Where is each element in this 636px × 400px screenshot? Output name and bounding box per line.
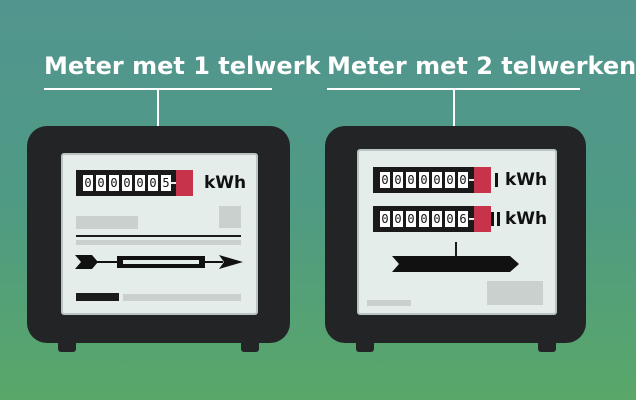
counter-digit: 0 — [96, 175, 106, 191]
label-plate — [487, 281, 543, 305]
right-meter-foot-left — [356, 342, 374, 352]
right-meter-foot-right — [538, 342, 556, 352]
left-meter-counter: 0 0 0 0 0 0 5 — [76, 170, 193, 196]
right-meter-face: 0 0 0 0 0 0 0 kWh 0 0 0 0 0 0 6 kWh — [357, 149, 557, 315]
right-meter-counter-2: 0 0 0 0 0 0 6 — [373, 206, 491, 232]
tariff-i-mark — [495, 173, 498, 187]
connector-line — [455, 242, 457, 256]
counter-digit: 0 — [458, 172, 468, 188]
tariff-ii-mark-a — [491, 212, 494, 226]
counter-digit: 0 — [432, 172, 442, 188]
arrow-shaft-left — [95, 261, 117, 263]
counter-digit: 0 — [393, 172, 403, 188]
arrow-head — [219, 255, 243, 269]
left-meter-face: 0 0 0 0 0 0 5 kWh — [61, 153, 258, 315]
label-plate — [76, 216, 138, 229]
counter-red-decimal — [474, 206, 491, 232]
rotating-disc-arrow — [75, 255, 243, 269]
arrow-tail — [75, 255, 98, 269]
counter-digit: 0 — [393, 211, 403, 227]
divider-line — [76, 235, 241, 237]
left-pointer-line — [157, 88, 159, 142]
right-meter-unit-1: kWh — [505, 170, 548, 190]
label-plate — [76, 240, 241, 245]
right-pointer-line — [453, 88, 455, 142]
counter-digit: 0 — [445, 172, 455, 188]
counter-digit: 0 — [406, 211, 416, 227]
counter-digit: 0 — [109, 175, 119, 191]
counter-digit: 0 — [148, 175, 158, 191]
right-meter-title: Meter met 2 telwerken — [327, 52, 636, 80]
rotating-disc-arrow — [392, 256, 519, 272]
left-meter-title: Meter met 1 telwerk — [44, 52, 321, 80]
label-plate — [123, 294, 241, 301]
counter-dash — [469, 218, 474, 220]
counter-digit: 6 — [458, 211, 468, 227]
counter-digit: 0 — [135, 175, 145, 191]
counter-digit: 0 — [419, 172, 429, 188]
counter-digit: 0 — [122, 175, 132, 191]
left-meter-unit: kWh — [204, 173, 247, 193]
counter-digit: 0 — [406, 172, 416, 188]
counter-digit: 5 — [161, 175, 171, 191]
label-plate — [367, 300, 411, 306]
arrow-shaft-right — [205, 261, 223, 263]
label-plate — [219, 206, 241, 228]
counter-dash — [171, 182, 176, 184]
label-plate-dark — [76, 293, 119, 301]
counter-digit: 0 — [419, 211, 429, 227]
right-meter-counter-1: 0 0 0 0 0 0 0 — [373, 167, 491, 193]
counter-digit: 0 — [380, 172, 390, 188]
counter-red-decimal — [474, 167, 491, 193]
left-meter-foot-right — [241, 342, 259, 352]
counter-digit: 0 — [445, 211, 455, 227]
counter-digit: 0 — [432, 211, 442, 227]
counter-red-decimal — [176, 170, 193, 196]
left-meter-foot-left — [58, 342, 76, 352]
tariff-ii-mark-b — [497, 212, 500, 226]
counter-dash — [469, 179, 474, 181]
counter-digit: 0 — [83, 175, 93, 191]
arrow-band — [392, 256, 519, 272]
counter-digit: 0 — [380, 211, 390, 227]
disc-window-inner — [123, 260, 199, 264]
right-meter-unit-2: kWh — [505, 209, 548, 229]
